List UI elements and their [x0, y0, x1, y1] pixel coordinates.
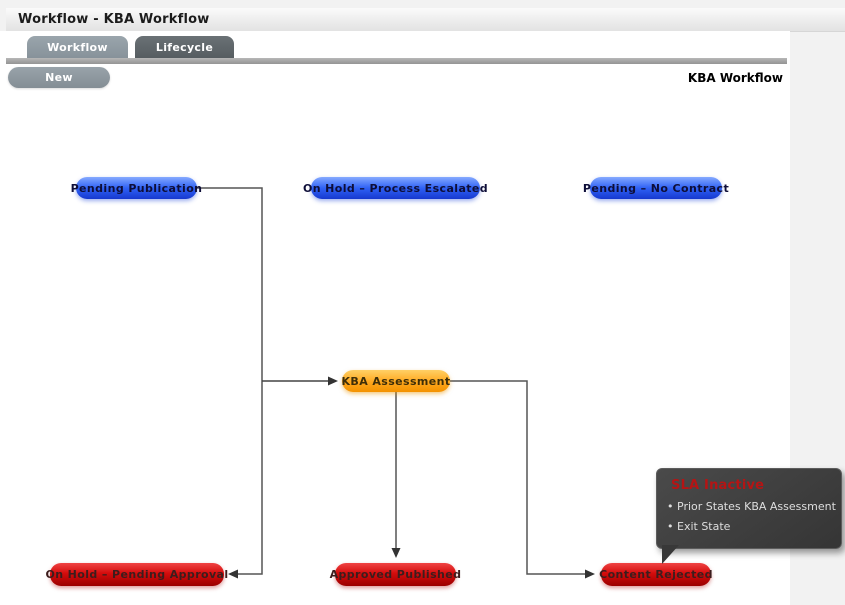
diagram-heading: KBA Workflow — [687, 71, 783, 85]
workflow-node-kba-assessment[interactable]: KBA Assessment — [341, 370, 451, 392]
workflow-node-content-rejected[interactable]: Content Rejected — [599, 563, 713, 586]
sla-tooltip: SLA Inactive Prior States KBA Assessment… — [656, 468, 842, 564]
node-label: Content Rejected — [599, 568, 713, 581]
workflow-node-approved-published[interactable]: Approved Published — [330, 563, 461, 586]
node-label: Approved Published — [329, 568, 462, 581]
tab-lifecycle[interactable]: Lifecycle — [135, 36, 234, 58]
workflow-node-pending-no-contract[interactable]: Pending – No Contract — [583, 177, 729, 199]
content-panel: Workflow Lifecycle New KBA Workflow Pend… — [0, 31, 842, 605]
sla-tooltip-line-prior-states: Prior States KBA Assessment — [667, 500, 841, 513]
node-label: Pending – No Contract — [582, 181, 730, 195]
page-title: Workflow - KBA Workflow — [18, 12, 210, 27]
workflow-node-on-hold-pending-approval[interactable]: On Hold – Pending Approval — [45, 563, 228, 586]
workflow-node-pending-publication[interactable]: Pending Publication — [71, 177, 202, 199]
sla-tooltip-title: SLA Inactive — [671, 478, 765, 493]
tab-workflow-label: Workflow — [47, 40, 108, 54]
title-bar: Workflow - KBA Workflow — [6, 8, 845, 32]
new-button-label: New — [45, 71, 73, 84]
sla-tooltip-line-exit-state: Exit State — [667, 520, 841, 533]
tabs-divider — [6, 58, 787, 64]
diagram-canvas: Pending Publication On Hold – Process Es… — [0, 31, 842, 605]
tooltip-tail — [662, 545, 679, 564]
node-label: On Hold – Pending Approval — [45, 568, 229, 581]
tab-lifecycle-label: Lifecycle — [155, 40, 214, 54]
new-button[interactable]: New — [8, 67, 110, 88]
node-label: KBA Assessment — [341, 374, 451, 388]
tab-workflow[interactable]: Workflow — [27, 36, 128, 58]
workflow-node-on-hold-process-escalated[interactable]: On Hold – Process Escalated — [303, 177, 488, 199]
node-label: Pending Publication — [70, 181, 203, 195]
node-label: On Hold – Process Escalated — [302, 181, 489, 195]
